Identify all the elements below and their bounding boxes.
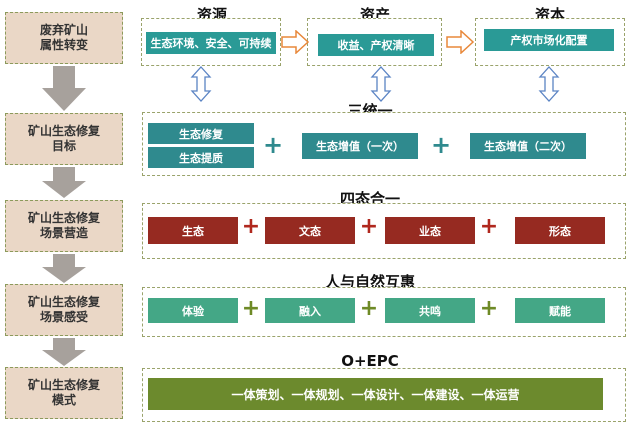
label-model: 矿山生态修复 模式 — [5, 367, 123, 419]
down-arrow-icon — [42, 66, 86, 111]
box-form: 形态 — [515, 217, 605, 244]
header-oepc: O+EPC — [341, 352, 399, 370]
header-human-nature: 人与自然互惠 — [324, 273, 415, 291]
right-arrow-icon — [446, 30, 474, 54]
box-eco-value-first: 生态增值（一次） — [302, 133, 418, 159]
right-arrow-icon — [281, 30, 309, 54]
box-empowerment: 赋能 — [515, 298, 605, 323]
box-experience: 体验 — [148, 298, 238, 323]
plus-icon: + — [241, 296, 261, 321]
box-resource: 生态环境、安全、可持续 — [146, 32, 276, 54]
box-industry: 业态 — [385, 217, 475, 244]
plus-icon: + — [430, 131, 452, 159]
box-resonance: 共鸣 — [385, 298, 475, 323]
double-arrow-icon — [190, 66, 212, 102]
down-arrow-icon — [42, 167, 86, 198]
box-integrated-process: 一体策划、一体规划、一体设计、一体建设、一体运营 — [148, 378, 603, 410]
plus-icon: + — [359, 296, 379, 321]
box-eco-upgrade: 生态提质 — [148, 147, 254, 168]
plus-icon: + — [479, 296, 499, 321]
double-arrow-icon — [538, 66, 560, 102]
double-arrow-icon — [370, 66, 392, 102]
plus-icon: + — [359, 214, 379, 239]
label-restoration-goal: 矿山生态修复 目标 — [5, 113, 123, 165]
box-eco-restore: 生态修复 — [148, 123, 254, 144]
box-eco-value-second: 生态增值（二次） — [470, 133, 586, 159]
box-culture: 文态 — [265, 217, 355, 244]
label-attribute-shift: 废弃矿山 属性转变 — [5, 12, 123, 64]
box-integration: 融入 — [265, 298, 355, 323]
down-arrow-icon — [42, 254, 86, 283]
label-scene-experience: 矿山生态修复 场景感受 — [5, 284, 123, 336]
plus-icon: + — [241, 214, 261, 239]
plus-icon: + — [262, 131, 284, 159]
box-capital: 产权市场化配置 — [484, 29, 614, 51]
label-scene-creation: 矿山生态修复 场景营造 — [5, 200, 123, 252]
box-ecology: 生态 — [148, 217, 238, 244]
plus-icon: + — [479, 214, 499, 239]
down-arrow-icon — [42, 338, 86, 366]
box-asset: 收益、产权清晰 — [318, 34, 434, 56]
